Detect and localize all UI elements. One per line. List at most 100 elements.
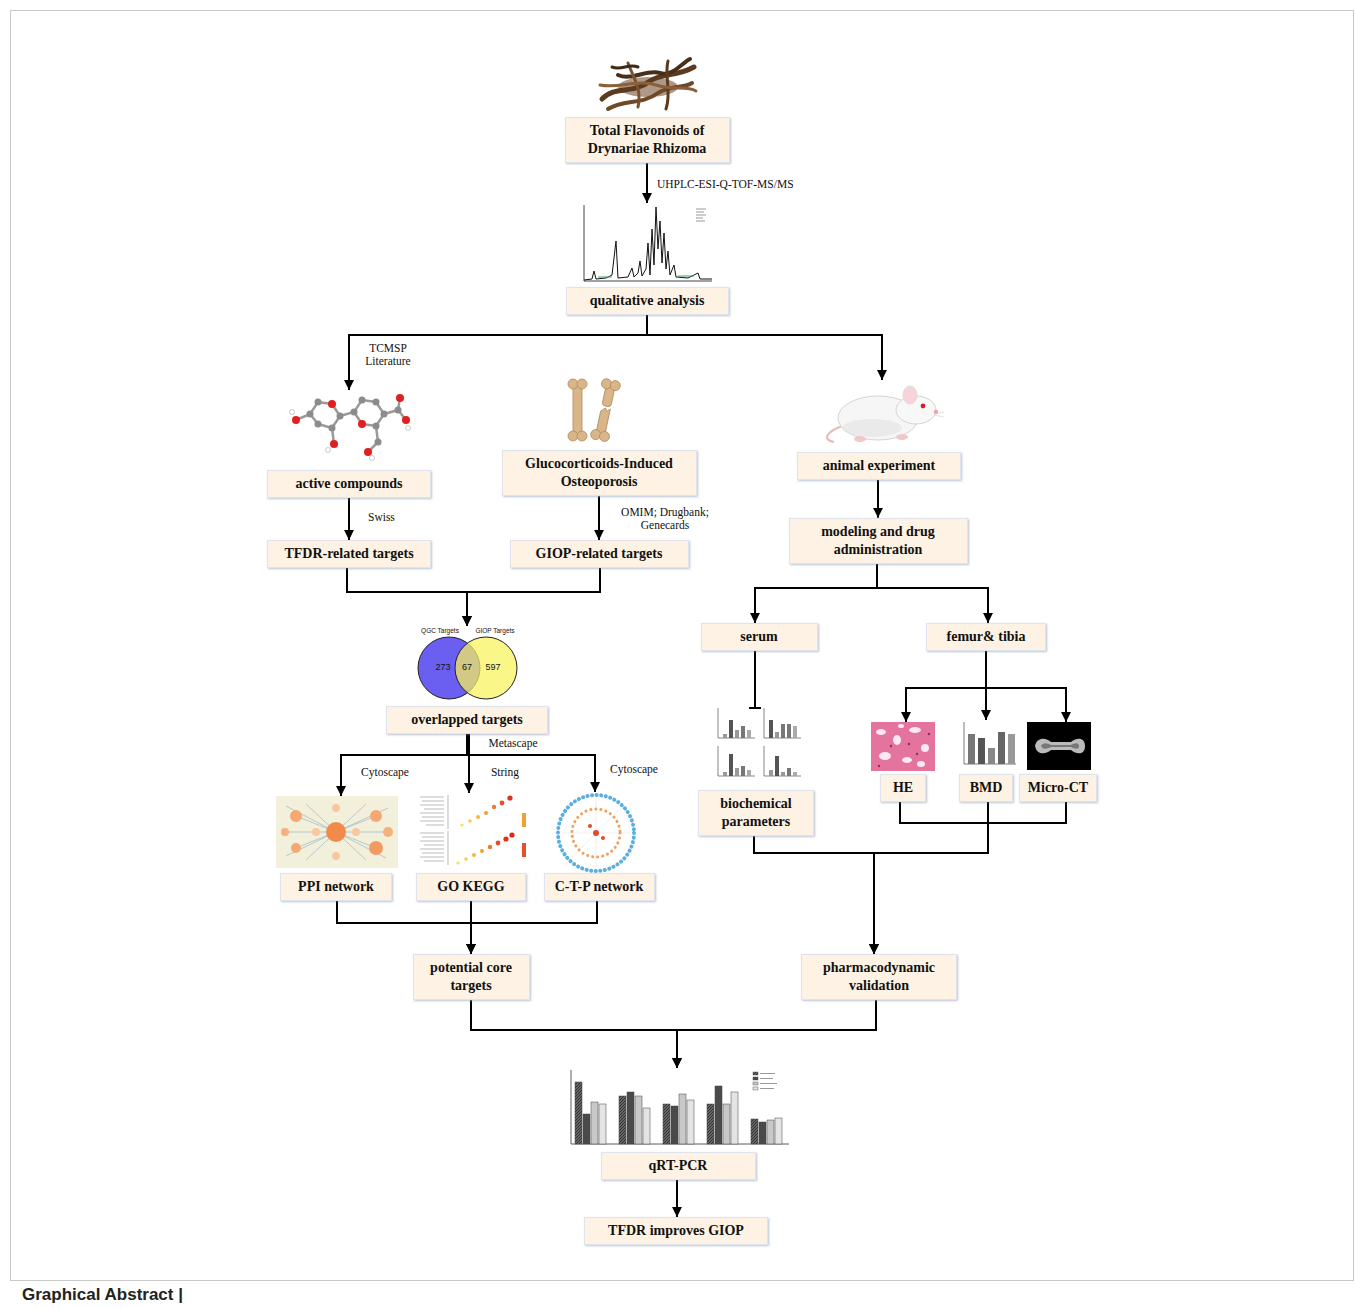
he-stain-image-part-part [878,765,880,767]
go-kegg-plot-part-part [488,845,492,849]
node-label: pharmacodynamic validation [806,959,952,995]
picture-slot [566,203,729,287]
flow-arrow [754,651,756,708]
go-kegg-plot-part-part [500,801,505,806]
biochemical-charts-part-part [723,772,727,776]
process-box: PPI network [280,796,392,901]
rat-illustration-part [921,404,926,409]
molecule-model-part-part [358,420,366,428]
biochemical-charts-part-part [769,770,773,776]
molecule-model-part-part [396,394,404,402]
chromatogram-part [696,209,706,221]
he-stain-image-part-part [909,727,921,733]
qrt-pcr-chart-part [760,1074,777,1089]
process-box: Total Flavonoids of Drynariae Rhizoma [565,55,730,163]
bone-illustration-part [573,384,582,436]
label-box: overlapped targets [386,706,548,734]
ppi-network-image-part [281,828,289,836]
flow-arrow [874,802,988,954]
go-kegg-plot-part [456,795,514,864]
biochemical-charts-part [764,746,801,776]
go-kegg-plot-part-part [484,811,488,815]
biochemical-charts-part-part [769,720,773,738]
qrt-pcr-chart-part-part [731,1092,738,1144]
venn-label: 597 [485,663,500,673]
node-label: serum [706,628,813,646]
flow-arrow [676,1180,678,1217]
qrt-pcr-chart-part-part [751,1119,758,1144]
flow-arrow [986,651,1066,722]
chromatogram-part [584,205,712,281]
molecule-model-part-part [290,410,295,415]
node-label: active compounds [272,475,426,493]
ppi-network-image-part [352,828,360,836]
qrt-pcr-chart-part-part [583,1114,590,1144]
molecule-model-part-part [315,421,322,428]
molecule-model-part-part [373,423,380,430]
rat-illustration-part [903,386,917,404]
go-kegg-plot-part-part [460,823,463,826]
process-box: HE [880,722,926,802]
edge-label: UHPLC-ESI-Q-TOF-MS/MS [655,178,796,191]
qrt-pcr-chart-part-part [753,1087,758,1090]
rat-illustration-part [896,434,908,440]
he-stain-image-part [876,724,929,767]
qrt-pcr-chart-part-part [671,1106,678,1144]
molecule-model-part-part [328,400,336,408]
flow-arrow [755,564,877,623]
he-stain-image-part-part [916,753,918,755]
rat-illustration [827,386,944,442]
node-label: overlapped targets [391,711,543,729]
rat-illustration-part [854,436,866,442]
flow-arrow [877,564,988,623]
qrt-pcr-chart-part-part [679,1094,686,1144]
process-box: C-T-P network [544,792,655,901]
qrt-pcr-chart-part-part [707,1104,714,1144]
bmd-chart-part [998,732,1005,764]
label-box: C-T-P network [544,873,655,901]
biochemical-charts-part-part [775,732,779,738]
molecule-model-part-part [375,439,382,446]
go-kegg-plot-part-part [476,815,480,819]
label-box: GO KEGG [416,873,526,901]
ppi-network-image-part [290,810,302,822]
molecule-model-part-part [402,416,410,424]
picture-slot [565,55,730,117]
he-stain-image [871,722,935,771]
molecule-model-part-part [326,448,331,453]
flow-arrow [874,802,1066,954]
qrt-pcr-chart-part-part [753,1082,758,1085]
go-kegg-plot-part-part [492,805,496,809]
node-label: biochemical parameters [703,795,809,831]
ctp-network-image-part [601,836,605,840]
molecule-model-part-part [315,399,322,406]
bone-illustration-part-part [609,380,621,392]
qrt-pcr-chart-part-part [753,1072,758,1075]
edge-label: String [489,766,521,779]
qrt-pcr-chart-part-part [627,1092,634,1144]
rat-illustration-part [842,419,902,437]
tool-label: Metascape [488,737,537,750]
he-stain-image-part-part [908,743,910,745]
flow-arrow [341,734,467,796]
label-box: modeling and drug administration [789,518,968,564]
process-box: femur& tibia [926,623,1046,651]
molecule-model-part-part [381,411,388,418]
biochemical-charts-part-part [775,756,779,776]
molecule-model-part-part [292,416,300,424]
flow-arrow [347,568,467,626]
node-label: TFDR-related targets [272,545,426,563]
biochemical-charts-part-part [718,746,755,776]
biochemical-charts-part [718,746,755,776]
bone-illustration-part [577,431,587,441]
ppi-network-image-part [284,804,390,860]
ppi-network-image-part [312,828,320,836]
go-kegg-plot-part-part [496,841,501,846]
he-stain-image-part-part [928,733,930,735]
ctp-network-image [558,795,634,871]
label-box: TFDR improves GIOP [584,1217,768,1245]
process-box: animal experiment [797,380,961,480]
process-box: Micro-CT [1019,722,1097,802]
ppi-network-image-part [276,796,398,868]
